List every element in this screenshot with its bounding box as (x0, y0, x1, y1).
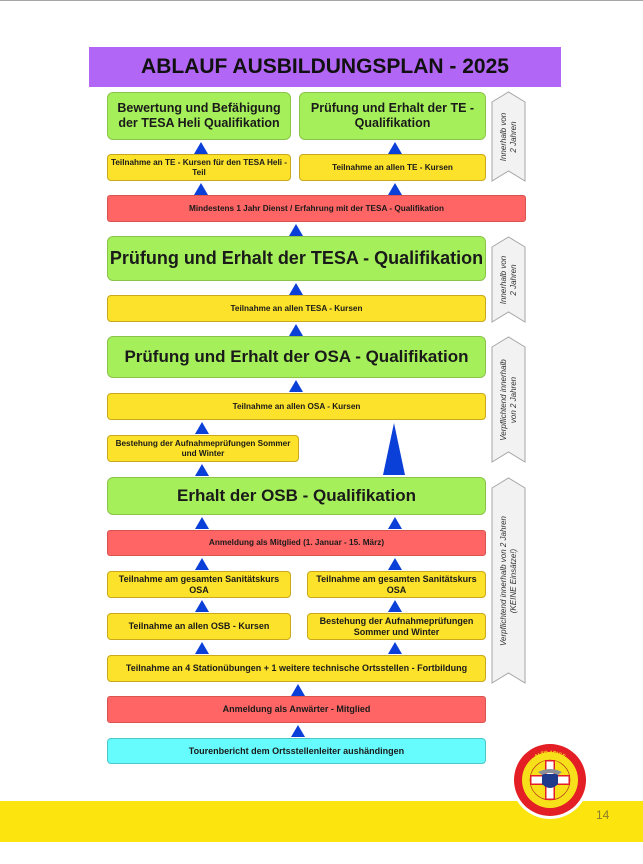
member-registration-box: Anmeldung als Mitglied (1. Januar - 15. … (107, 530, 486, 556)
arrow-up-icon (289, 283, 303, 295)
arrow-up-icon (195, 642, 209, 654)
arrow-up-icon (194, 142, 208, 154)
bergrettung-logo: ALTO ADIGE SÜDTIROL (510, 740, 590, 820)
banner-text: Innerhalb von 2 Jahren (498, 112, 518, 161)
arrow-up-icon (388, 642, 402, 654)
svg-text:SÜDTIROL: SÜDTIROL (537, 801, 563, 810)
arrow-up-icon (388, 558, 402, 570)
sanitaetskurs-right-box: Teilnahme am gesamten Sanitätskurs OSA (307, 571, 486, 598)
time-banner-osa: Verpflichtend innerhalb von 2 Jahren (491, 336, 526, 463)
time-banner-te: Innerhalb von 2 Jahren (491, 91, 526, 182)
arrow-up-icon (388, 183, 402, 195)
arrow-up-icon (388, 517, 402, 529)
arrow-up-icon (388, 142, 402, 154)
osb-courses-box: Teilnahme an allen OSB - Kursen (107, 613, 291, 640)
tesa-heli-eval-box: Bewertung und Befähigung der TESA Heli Q… (107, 92, 291, 140)
candidate-registration-box: Anmeldung als Anwärter - Mitglied (107, 696, 486, 723)
arrow-up-icon (194, 183, 208, 195)
time-banner-tesa: Innerhalb von 2 Jahren (491, 236, 526, 323)
tesa-experience-box: Mindestens 1 Jahr Dienst / Erfahrung mit… (107, 195, 526, 222)
arrow-up-icon (388, 600, 402, 612)
tesa-exam-box: Prüfung und Erhalt der TESA - Qualifikat… (107, 236, 486, 281)
station-exercises-box: Teilnahme an 4 Stationübungen + 1 weiter… (107, 655, 486, 682)
top-border (0, 0, 643, 1)
arrow-up-icon (195, 558, 209, 570)
osa-courses-box: Teilnahme an allen OSA - Kursen (107, 393, 486, 420)
banner-text: Innerhalb von 2 Jahren (498, 255, 518, 304)
arrow-up-icon (195, 517, 209, 529)
svg-text:ALTO ADIGE: ALTO ADIGE (534, 750, 567, 760)
arrow-up-icon (289, 224, 303, 236)
sanitaetskurs-left-box: Teilnahme am gesamten Sanitätskurs OSA (107, 571, 291, 598)
arrow-up-large-icon (383, 423, 405, 475)
page-number: 14 (596, 808, 610, 822)
banner-text: Verpflichtend innerhalb von 2 Jahren (498, 358, 518, 441)
te-exam-box: Prüfung und Erhalt der TE - Qualifikatio… (299, 92, 486, 140)
arrow-up-icon (289, 324, 303, 336)
osa-entrance-exam-box: Bestehung der Aufnahmeprüfungen Sommer u… (107, 435, 299, 462)
arrow-up-icon (195, 600, 209, 612)
arrow-up-icon (195, 422, 209, 434)
osa-exam-box: Prüfung und Erhalt der OSA - Qualifikati… (107, 336, 486, 378)
chevron-banner-shape (491, 336, 526, 463)
arrow-up-icon (291, 684, 305, 696)
page-title: ABLAUF AUSBILDUNGSPLAN - 2025 (89, 47, 561, 87)
chevron-banner-shape (491, 91, 526, 182)
arrow-up-icon (291, 725, 305, 737)
arrow-up-icon (195, 464, 209, 476)
banner-text: Verpflichtend innerhalb von 2 Jahren (KE… (498, 515, 518, 646)
tour-report-box: Tourenbericht dem Ortsstellenleiter aush… (107, 738, 486, 764)
te-courses-heli-box: Teilnahme an TE - Kursen für den TESA He… (107, 154, 291, 181)
osb-entrance-exam-box: Bestehung der Aufnahmeprüfungen Sommer u… (307, 613, 486, 640)
osb-qualification-box: Erhalt der OSB - Qualifikation (107, 477, 486, 515)
te-courses-all-box: Teilnahme an allen TE - Kursen (299, 154, 486, 181)
rescue-cross-emblem-icon: ALTO ADIGE SÜDTIROL (511, 741, 589, 819)
arrow-up-icon (289, 380, 303, 392)
time-banner-osb: Verpflichtend innerhalb von 2 Jahren (KE… (491, 477, 526, 684)
chevron-banner-shape (491, 236, 526, 323)
tesa-courses-box: Teilnahme an allen TESA - Kursen (107, 295, 486, 322)
chevron-banner-shape (491, 477, 526, 684)
